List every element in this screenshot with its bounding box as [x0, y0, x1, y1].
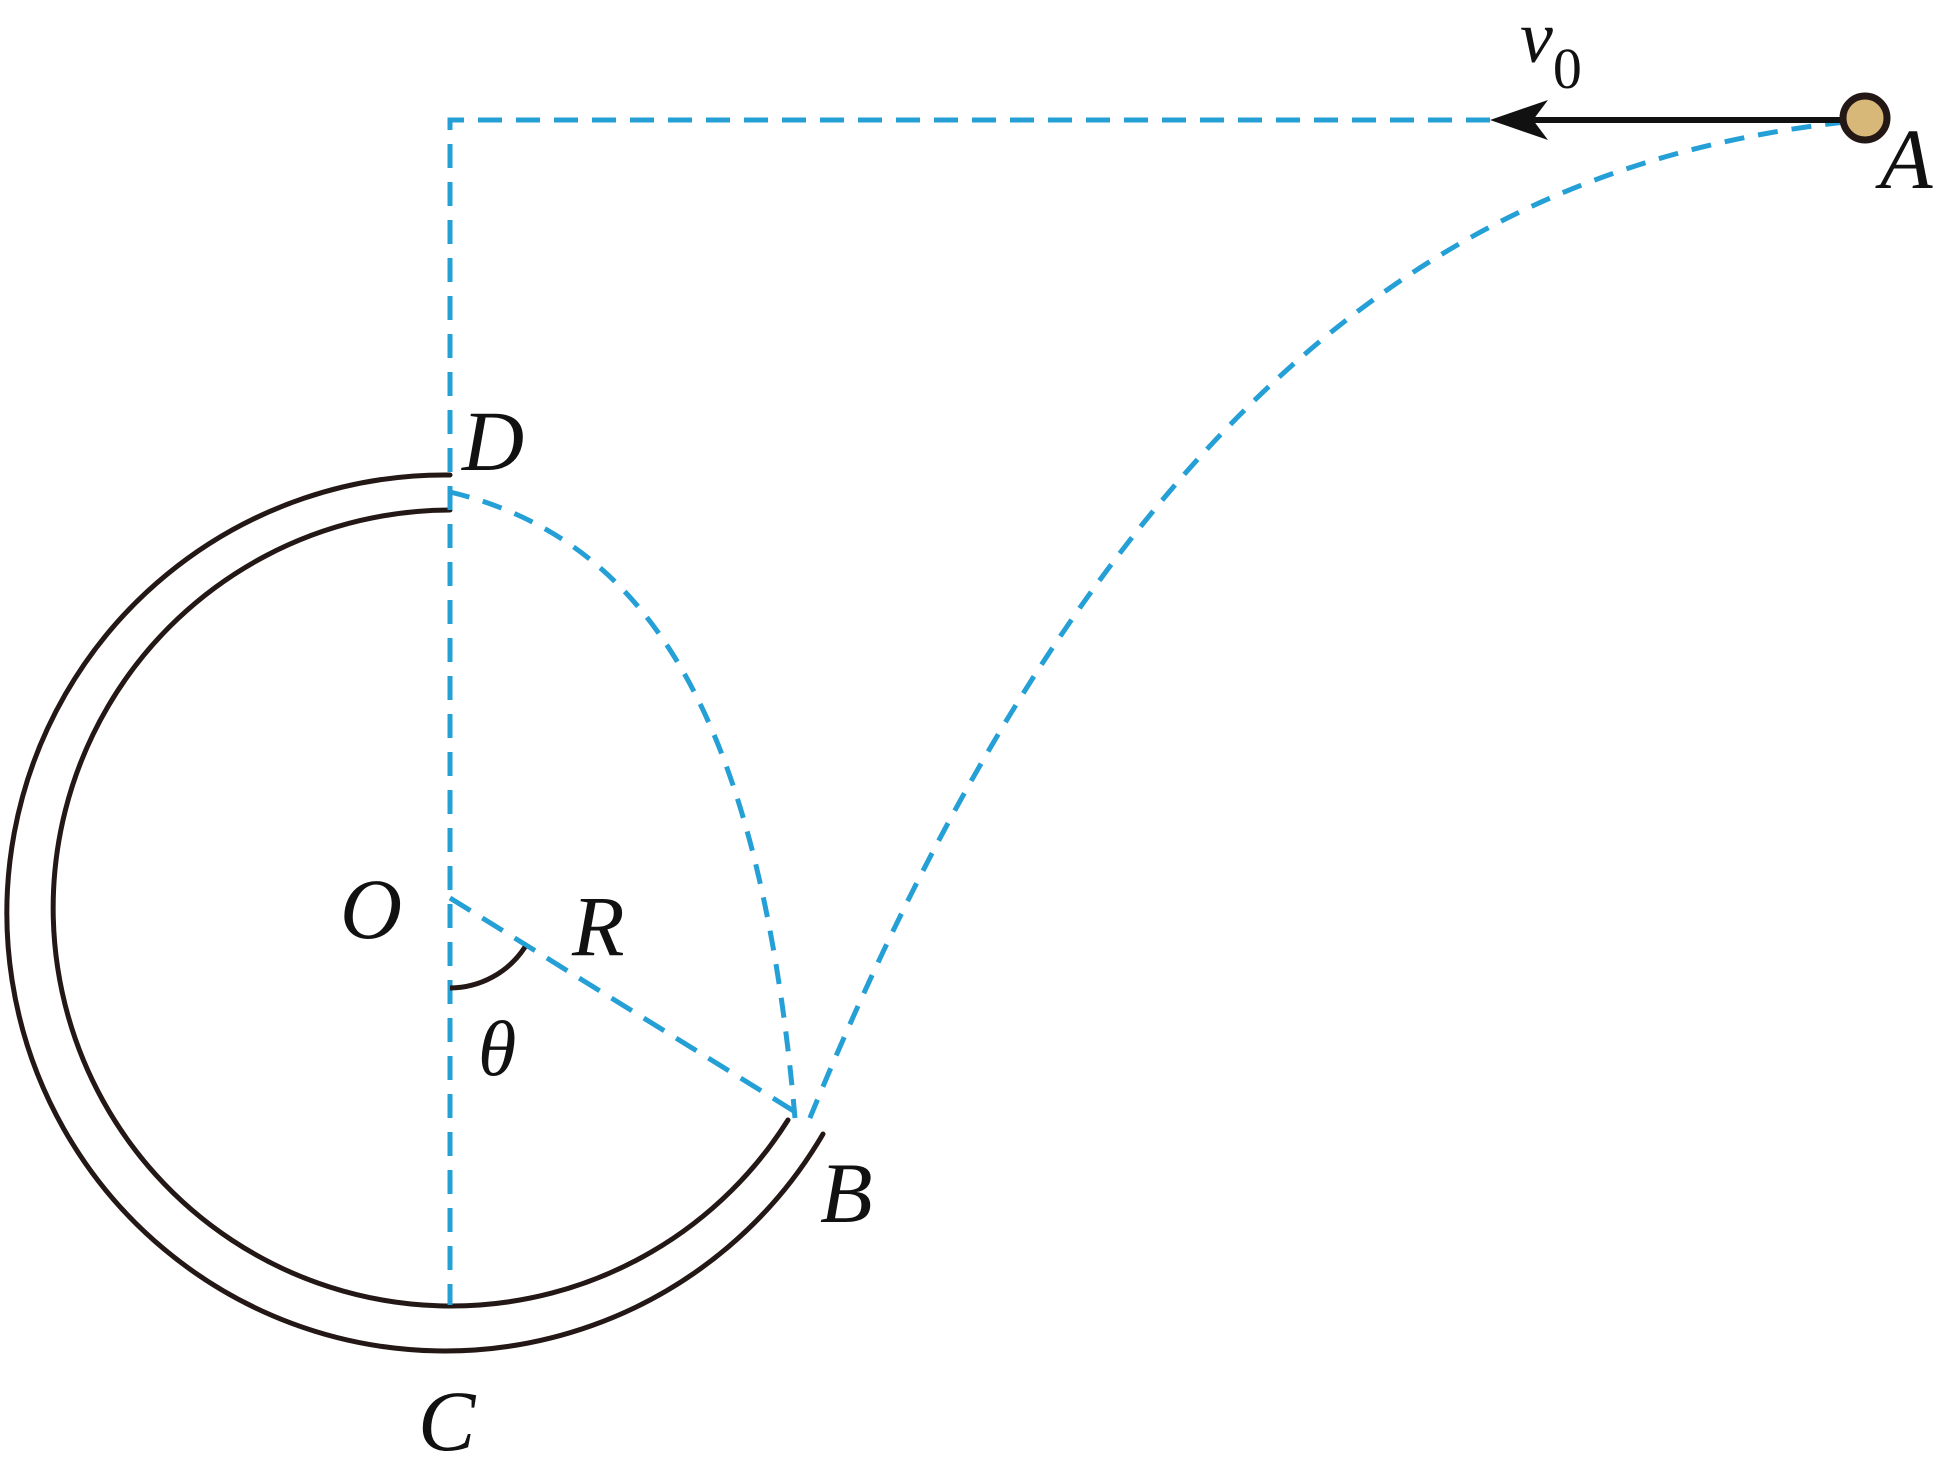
top-reference-line [447, 117, 1490, 1305]
track-outer-arc [4, 472, 826, 1354]
velocity-arrow-head [1490, 100, 1548, 140]
trajectory-d-to-b [449, 489, 798, 1119]
ball-icon [1839, 92, 1891, 144]
label-b: B [820, 1145, 873, 1241]
label-r: R [571, 878, 625, 974]
label-a: A [1875, 111, 1933, 207]
label-d: D [461, 393, 524, 489]
track-inner-arc [50, 507, 791, 1309]
label-v0: v0 [1520, 0, 1582, 101]
label-c: C [418, 1373, 477, 1458]
label-o: O [340, 861, 402, 957]
radius-ob-line [448, 895, 807, 1121]
label-theta: θ [478, 1005, 516, 1092]
trajectory-a-to-b [802, 119, 1846, 1131]
angle-theta-arc [449, 945, 528, 991]
